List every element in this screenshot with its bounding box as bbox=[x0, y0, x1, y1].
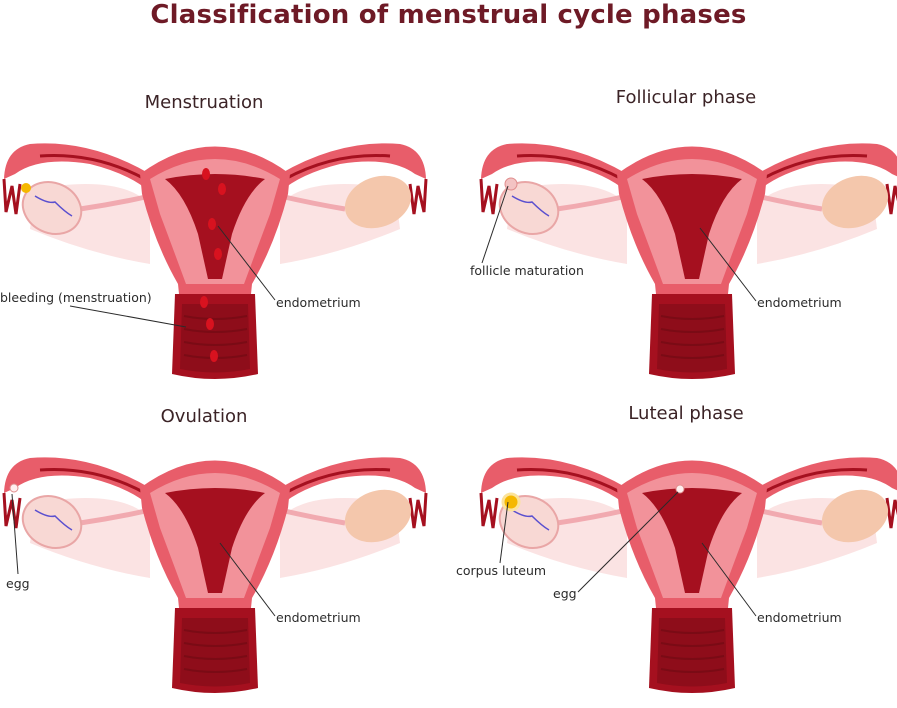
ovary-right bbox=[821, 489, 889, 543]
vaginal-ruga bbox=[660, 328, 725, 333]
endometrium-cavity bbox=[642, 174, 742, 279]
released-egg bbox=[9, 483, 19, 493]
label-egg-luteal: egg bbox=[553, 586, 577, 601]
ovary-vessels-left bbox=[511, 509, 550, 531]
blood-drop bbox=[218, 183, 226, 195]
fimbriae-right bbox=[885, 497, 897, 529]
fimbriae-right bbox=[408, 492, 428, 529]
leader-endometrium-4 bbox=[701, 542, 757, 617]
label-egg-ovulation: egg bbox=[6, 576, 30, 591]
uterus-illustration-follicular bbox=[479, 143, 897, 379]
vaginal-ruga bbox=[183, 668, 248, 673]
vaginal-ruga bbox=[660, 354, 725, 359]
vaginal-ruga bbox=[183, 315, 248, 320]
tube-lumen-right bbox=[761, 468, 868, 495]
leader-egg-1 bbox=[11, 493, 19, 575]
vaginal-canal bbox=[657, 618, 727, 687]
label-endometrium-menstruation: endometrium bbox=[276, 295, 361, 310]
vaginal-ruga bbox=[183, 642, 248, 647]
leader-follicle bbox=[481, 185, 509, 264]
endometrium-cavity bbox=[642, 488, 742, 593]
blood-drop bbox=[200, 296, 208, 308]
vaginal-canal bbox=[657, 304, 727, 373]
main-title: Classification of menstrual cycle phases bbox=[150, 0, 747, 30]
label-endometrium-luteal: endometrium bbox=[757, 610, 842, 625]
label-corpus-luteum: corpus luteum bbox=[456, 563, 547, 578]
follicle-left bbox=[21, 183, 31, 193]
fimbriae-right bbox=[885, 183, 897, 215]
leader-endometrium-2 bbox=[699, 227, 757, 302]
ovary-left bbox=[21, 181, 83, 235]
panel-title-follicular: Follicular phase bbox=[615, 87, 757, 108]
tube-lumen-right bbox=[284, 468, 391, 495]
panel-title-menstruation: Menstruation bbox=[144, 92, 264, 113]
leader-corpus-luteum bbox=[499, 501, 509, 564]
label-follicle-maturation: follicle maturation bbox=[470, 263, 584, 278]
vaginal-ruga bbox=[183, 328, 248, 333]
vaginal-ruga bbox=[660, 629, 725, 634]
ovary-right bbox=[344, 489, 412, 543]
endometrium-cavity bbox=[165, 488, 265, 593]
vaginal-canal bbox=[180, 304, 250, 373]
vaginal-canal bbox=[180, 618, 250, 687]
uterus-illustration-menstruation bbox=[2, 143, 428, 379]
fimbriae-right bbox=[408, 178, 428, 215]
ovary-right bbox=[821, 175, 889, 229]
fimbriae-left bbox=[2, 178, 22, 215]
tube-lumen-right bbox=[761, 154, 868, 181]
vaginal-ruga bbox=[660, 341, 725, 346]
tube-lumen-right bbox=[284, 154, 391, 181]
vaginal-ruga bbox=[660, 655, 725, 660]
egg-in-uterus bbox=[675, 484, 685, 494]
vaginal-ruga bbox=[660, 642, 725, 647]
fimbriae-left bbox=[479, 178, 499, 215]
label-bleeding-menstruation: bleeding (menstruation) bbox=[0, 290, 152, 305]
panel-title-ovulation: Ovulation bbox=[160, 406, 248, 427]
leader-egg-2 bbox=[577, 491, 679, 593]
blood-drop bbox=[202, 168, 210, 180]
label-endometrium-follicular: endometrium bbox=[757, 295, 842, 310]
ovary-vessels-left bbox=[34, 509, 73, 531]
panel-title-luteal: Luteal phase bbox=[628, 403, 744, 424]
tube-lumen-left bbox=[516, 154, 623, 181]
ovary-left bbox=[498, 181, 560, 235]
leader-endometrium-3 bbox=[219, 542, 276, 617]
blood-drop bbox=[214, 248, 222, 260]
blood-drop bbox=[208, 218, 216, 230]
blood-drop bbox=[210, 350, 218, 362]
tube-lumen-left bbox=[39, 468, 146, 495]
ovary-vessels-left bbox=[34, 195, 73, 217]
ovary-left bbox=[21, 495, 83, 549]
vaginal-ruga bbox=[183, 629, 248, 634]
vaginal-ruga bbox=[660, 668, 725, 673]
ovary-right bbox=[344, 175, 412, 229]
leader-endometrium-1 bbox=[217, 225, 276, 301]
uterus-illustration-ovulation bbox=[2, 457, 428, 693]
blood-drop bbox=[206, 318, 214, 330]
tube-lumen-left bbox=[39, 154, 146, 181]
tube-lumen-left bbox=[516, 468, 623, 495]
vaginal-ruga bbox=[183, 341, 248, 346]
fimbriae-left bbox=[479, 492, 499, 529]
vaginal-ruga bbox=[183, 655, 248, 660]
uterus-illustration-luteal bbox=[479, 457, 897, 693]
vaginal-ruga bbox=[660, 315, 725, 320]
ovary-vessels-left bbox=[511, 195, 550, 217]
leader-bleeding bbox=[69, 305, 187, 328]
label-endometrium-ovulation: endometrium bbox=[276, 610, 361, 625]
